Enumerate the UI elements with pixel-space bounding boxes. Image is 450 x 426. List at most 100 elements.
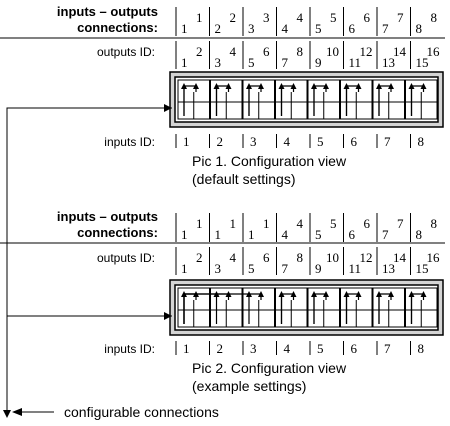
up-arrow-icon: [376, 291, 382, 297]
connection-number: 8: [431, 216, 438, 231]
legend-label: configurable connections: [64, 404, 219, 420]
output-number: 5: [248, 261, 255, 276]
up-arrow-icon: [278, 83, 285, 89]
connections-label-line2: connections:: [77, 20, 158, 35]
connection-number: 4: [297, 216, 304, 231]
output-number: 5: [248, 55, 255, 70]
output-number: 2: [196, 44, 203, 59]
input-number: 1: [183, 341, 190, 356]
output-number: 9: [315, 261, 322, 276]
output-number: 11: [349, 261, 362, 276]
up-arrow-icon: [258, 291, 264, 297]
input-number: 6: [351, 341, 358, 356]
input-number: 3: [250, 341, 257, 356]
inputs-id-label: inputs ID:: [104, 135, 155, 149]
caption-line2: (example settings): [192, 378, 306, 394]
input-number: 4: [284, 341, 291, 356]
separators-top: [175, 7, 411, 36]
connection-number: 1: [196, 10, 203, 25]
input-number: 2: [217, 341, 224, 356]
input-number: 8: [418, 341, 425, 356]
up-arrow-icon: [246, 83, 252, 89]
output-number: 9: [315, 55, 322, 70]
output-number: 14: [393, 44, 407, 59]
up-arrow-icon: [213, 83, 220, 89]
up-arrow-icon: [311, 291, 317, 297]
up-arrow-icon: [408, 291, 415, 297]
input-number: 8: [418, 134, 425, 149]
output-number: 16: [427, 250, 441, 265]
connection-number: 7: [382, 227, 389, 242]
output-number: 8: [297, 44, 304, 59]
matrix-channels: [177, 79, 438, 120]
up-arrow-icon: [278, 291, 285, 297]
output-number: 6: [263, 250, 270, 265]
input-number: 6: [351, 134, 358, 149]
switch-matrix: [169, 279, 444, 336]
configurable-connections-bracket: [3, 104, 172, 418]
caption-line2: (default settings): [192, 171, 296, 187]
connection-number: 7: [397, 216, 404, 231]
figure-2: inputs – outputs connections: outputs ID…: [0, 209, 445, 394]
connection-number: 8: [416, 227, 423, 242]
input-number: 2: [217, 134, 224, 149]
input-number: 3: [250, 134, 257, 149]
up-arrow-icon: [343, 83, 350, 89]
output-number: 4: [230, 44, 237, 59]
connection-number: 4: [282, 21, 289, 36]
connection-number: 5: [330, 216, 337, 231]
up-arrow-icon: [420, 291, 427, 297]
connection-number: 6: [364, 10, 371, 25]
output-number: 4: [230, 250, 237, 265]
output-number: 6: [263, 44, 270, 59]
input-number: 5: [317, 341, 324, 356]
input-number: 4: [284, 134, 291, 149]
output-number: 11: [349, 55, 362, 70]
connection-number: 1: [181, 227, 188, 242]
input-number: 1: [183, 134, 190, 149]
output-number: 3: [215, 261, 222, 276]
separators-inputs: [175, 134, 411, 148]
connection-number: 3: [248, 21, 255, 36]
up-arrow-icon: [181, 83, 187, 89]
output-number: 10: [326, 44, 339, 59]
connection-number: 1: [263, 216, 270, 231]
legend: configurable connections: [12, 404, 219, 420]
up-arrow-icon: [323, 291, 329, 297]
output-number: 7: [282, 55, 289, 70]
connection-number: 5: [315, 227, 322, 242]
up-arrow-icon: [225, 83, 232, 89]
output-number: 3: [215, 55, 222, 70]
output-number: 12: [360, 250, 373, 265]
caption-line1: Pic 2. Configuration view: [192, 360, 347, 376]
connection-number: 5: [330, 10, 337, 25]
up-arrow-icon: [290, 291, 297, 297]
output-number: 10: [326, 250, 339, 265]
connection-number: 7: [397, 10, 404, 25]
up-arrow-icon: [246, 291, 252, 297]
up-arrow-icon: [388, 83, 394, 89]
connection-number: 7: [382, 21, 389, 36]
matrix-channels: [177, 287, 438, 328]
up-arrow-icon: [355, 291, 362, 297]
output-number: 1: [181, 261, 188, 276]
connection-number: 1: [196, 216, 203, 231]
separators-inputs: [175, 341, 411, 355]
output-number: 16: [427, 44, 441, 59]
output-number: 13: [382, 261, 395, 276]
up-arrow-icon: [420, 83, 427, 89]
figure-1: inputs – outputs connections: outputs ID…: [0, 4, 445, 187]
connection-number: 3: [263, 10, 270, 25]
up-arrow-icon: [290, 83, 297, 89]
separators-outputs: [175, 41, 411, 69]
input-number: 7: [384, 134, 391, 149]
arrow-head-icon: [3, 410, 11, 418]
connection-number: 1: [248, 227, 255, 242]
connection-number: 4: [282, 227, 289, 242]
connection-number: 1: [181, 21, 188, 36]
up-arrow-icon: [258, 83, 264, 89]
